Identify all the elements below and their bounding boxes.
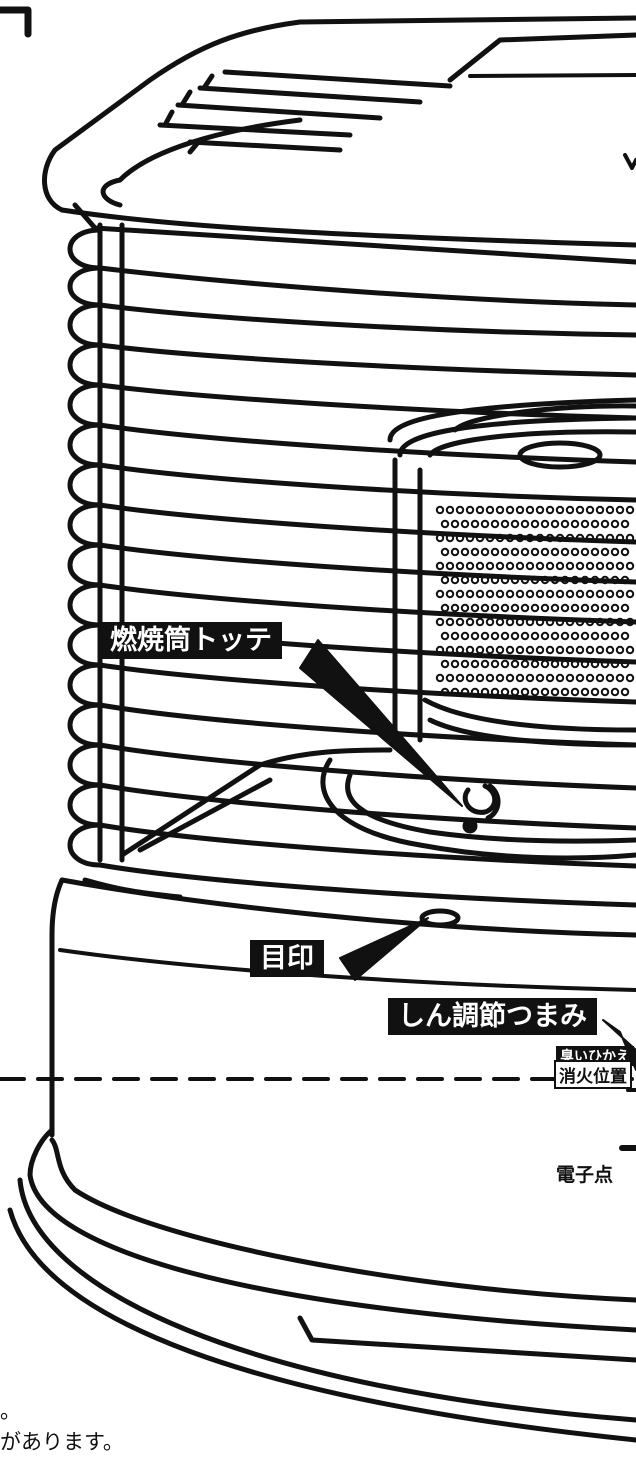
callout-combustion-handle: 燃焼筒トッテ: [100, 622, 282, 660]
leader-combustion-handle: [299, 639, 463, 807]
frame-post: [97, 222, 125, 863]
corner-mark: [0, 6, 32, 38]
callout-mark: 目印: [250, 940, 324, 978]
top-lid: [42, 15, 636, 265]
mesh-dots: [435, 505, 635, 697]
label-extinguish: 消火位置: [554, 1060, 632, 1089]
leader-wick-knob: [602, 1019, 636, 1071]
footnote-line-2: があります。: [0, 1430, 124, 1454]
footnote-line-1: 。: [0, 1399, 21, 1423]
base-tank: [7, 877, 636, 1443]
leader-mark: [339, 917, 429, 981]
callout-wick-knob: しん調節つまみ: [388, 998, 597, 1036]
label-ignition: 電子点: [556, 1164, 614, 1186]
handle-knob: [462, 783, 501, 834]
